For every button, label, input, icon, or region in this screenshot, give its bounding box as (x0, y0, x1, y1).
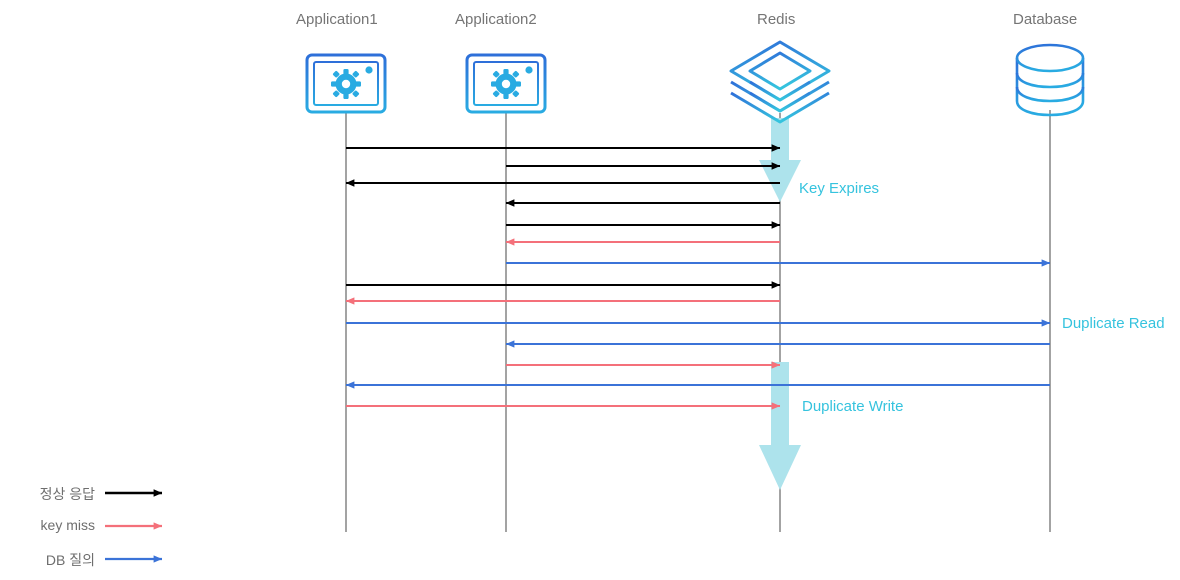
icon-app2 (465, 53, 547, 114)
annotation-key-expires: Key Expires (799, 180, 880, 197)
lifelines (345, 110, 1051, 532)
legend-label-key-miss: key miss (40, 517, 95, 533)
actor-label-app1: Application1 (296, 11, 378, 28)
annotation-duplicate-write: Duplicate Write (802, 398, 904, 415)
actor-label-app2: Application2 (455, 11, 537, 28)
legend-lines (105, 489, 163, 563)
messages (345, 144, 1051, 410)
annotation-duplicate-read: Duplicate Read (1062, 315, 1165, 332)
cyan-arrow-duplicate-write (759, 362, 801, 490)
legend-label-normal-response: 정상 응답 (39, 486, 95, 502)
icon-app1 (305, 53, 387, 114)
legend-label-db-query: DB 질의 (45, 552, 95, 568)
icon-database (1015, 43, 1085, 117)
cyan-arrow-key-expires (759, 118, 801, 202)
actor-label-database: Database (1013, 11, 1078, 28)
icon-redis (729, 40, 831, 124)
actor-label-redis: Redis (757, 11, 796, 28)
